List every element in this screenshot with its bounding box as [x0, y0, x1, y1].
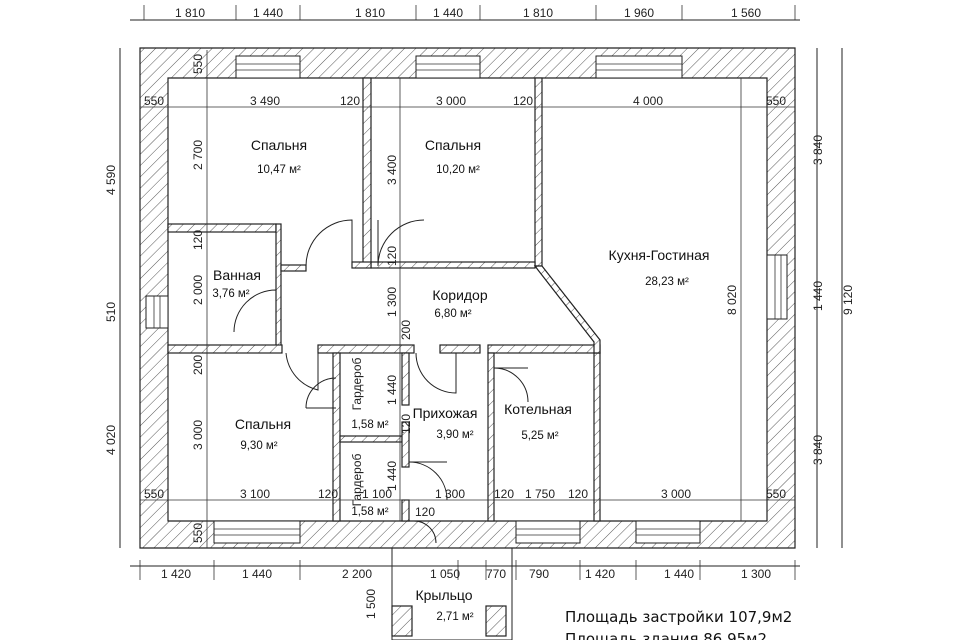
wardrobe2-area: 1,58 м²: [351, 506, 388, 518]
bedroom1-area: 10,47 м²: [257, 164, 301, 176]
dim-inner-bottom-9: 3 000: [661, 487, 691, 501]
dim-inner-top-6: 4 000: [633, 94, 663, 108]
bath-name: Ванная: [213, 267, 261, 283]
dim-inner-top-5: 120: [513, 94, 533, 108]
dim-inner-bottom-2: 3 100: [240, 487, 270, 501]
built-area-text: Площадь застройки 107,9м2: [565, 608, 792, 626]
porch-area: 2,71 м²: [436, 611, 473, 623]
dim-right-1: 3 840: [811, 135, 825, 165]
bedroom2-name: Спальня: [425, 137, 481, 153]
kitchen-name: Кухня-Гостиная: [609, 247, 710, 263]
dim-left-3: 4 020: [104, 425, 118, 455]
dim-inner-bottom-8: 120: [568, 487, 588, 501]
dim-bottom-5: 770: [486, 567, 506, 581]
dim-bottom-6: 790: [529, 567, 549, 581]
dim-left-inner-2: 2 700: [191, 140, 205, 170]
dim-inner-bottom-6: 120: [494, 487, 514, 501]
dim-top-4: 1 440: [433, 6, 463, 20]
doors: [233, 219, 529, 544]
dim-mid-6: 120: [399, 414, 413, 434]
dim-mid-3: 1 300: [385, 287, 399, 317]
dim-inner-bottom-10: 550: [766, 487, 786, 501]
boiler-name: Котельная: [504, 401, 572, 417]
dim-left-inner-4: 2 000: [191, 275, 205, 305]
bedroom2-area: 10,20 м²: [436, 164, 480, 176]
dim-bottom-8: 1 440: [664, 567, 694, 581]
bedroom3-name: Спальня: [235, 416, 291, 432]
dim-left-1: 4 590: [104, 165, 118, 195]
windows: [145, 55, 788, 544]
porch: [391, 547, 513, 640]
dim-inner-top-4: 3 000: [436, 94, 466, 108]
dim-bottom-9: 1 300: [741, 567, 771, 581]
dim-inner-top-3: 120: [340, 94, 360, 108]
wardrobe2-name: Гардероб: [350, 453, 364, 506]
dim-inner-bottom-1: 550: [144, 487, 164, 501]
dim-inner-top-7: 550: [766, 94, 786, 108]
dim-right-total: 9 120: [841, 285, 855, 315]
dimension-texts: 1 810 1 440 1 810 1 440 1 810 1 960 1 56…: [104, 6, 855, 619]
dim-inner-top-1: 550: [144, 94, 164, 108]
dim-left-inner-7: 550: [191, 523, 205, 543]
dim-bottom-3: 2 200: [342, 567, 372, 581]
dim-left-inner-1: 550: [191, 54, 205, 74]
dim-right-3: 3 840: [811, 435, 825, 465]
dim-bottom-2: 1 440: [242, 567, 272, 581]
bedroom3-area: 9,30 м²: [240, 440, 277, 452]
corridor-name: Коридор: [432, 287, 488, 303]
dim-inner-bottom-5: 1 300: [435, 487, 465, 501]
dim-mid-2: 120: [385, 246, 399, 266]
dim-kitchen-height: 8 020: [725, 285, 739, 315]
dim-mid-1: 3 400: [385, 155, 399, 185]
dim-left-inner-5: 200: [191, 355, 205, 375]
bedroom1-name: Спальня: [251, 137, 307, 153]
exterior-wall: [139, 47, 796, 549]
dim-bottom-1: 1 420: [161, 567, 191, 581]
boiler-area: 5,25 м²: [521, 430, 558, 442]
wardrobe1-name: Гардероб: [350, 357, 364, 410]
corridor-area: 6,80 м²: [434, 308, 471, 320]
interior-walls: [167, 77, 601, 522]
dimension-lines: [119, 5, 843, 580]
dim-mid-7: 1 440: [385, 461, 399, 491]
dim-porch-depth: 1 500: [364, 589, 378, 619]
dim-left-inner-3: 120: [191, 230, 205, 250]
dim-bottom-7: 1 420: [585, 567, 615, 581]
dim-mid-4: 200: [399, 320, 413, 340]
dim-mid-8: 120: [415, 505, 435, 519]
hall-area: 3,90 м²: [436, 429, 473, 441]
dim-right-2: 1 440: [811, 281, 825, 311]
bath-area: 3,76 м²: [212, 288, 249, 300]
dim-inner-top-2: 3 490: [250, 94, 280, 108]
dim-left-2: 510: [104, 302, 118, 322]
dim-top-3: 1 810: [355, 6, 385, 20]
dim-inner-bottom-7: 1 750: [525, 487, 555, 501]
dim-top-1: 1 810: [175, 6, 205, 20]
room-labels: Спальня 10,47 м² Спальня 10,20 м² Кухня-…: [212, 137, 709, 623]
kitchen-area: 28,23 м²: [645, 276, 689, 288]
dim-top-7: 1 560: [731, 6, 761, 20]
dim-mid-5: 1 440: [385, 375, 399, 405]
porch-name: Крыльцо: [415, 587, 472, 603]
hall-name: Прихожая: [413, 405, 478, 421]
dim-bottom-4: 1 050: [430, 567, 460, 581]
dim-top-2: 1 440: [253, 6, 283, 20]
dim-top-5: 1 810: [523, 6, 553, 20]
dim-top-6: 1 960: [624, 6, 654, 20]
building-area-text: Площадь здания 86,95м2: [565, 630, 767, 640]
wardrobe1-area: 1,58 м²: [351, 419, 388, 431]
dim-left-inner-6: 3 000: [191, 420, 205, 450]
dim-inner-bottom-4: 1 100: [362, 487, 392, 501]
dim-inner-bottom-3: 120: [318, 487, 338, 501]
